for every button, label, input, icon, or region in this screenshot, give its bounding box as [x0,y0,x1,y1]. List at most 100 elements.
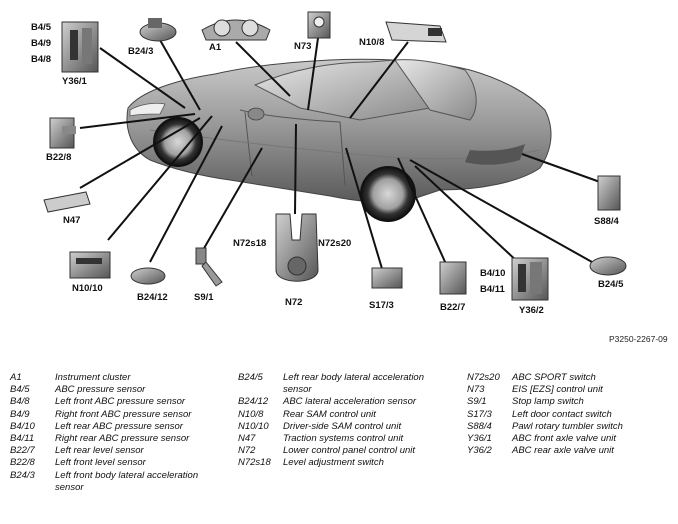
label-b4-9: B4/9 [31,38,52,49]
legend-description: Stop lamp switch [512,396,584,408]
legend-code: N10/10 [238,420,269,432]
label-s88-4: S88/4 [594,216,619,227]
label-y36-2: Y36/2 [519,305,544,316]
component-b24-12-icon [130,267,166,285]
legend-row: B22/8 Left front level sensor [10,457,225,469]
eis-control-unit-icon [307,11,331,39]
legend-code: S9/1 [467,396,487,408]
instrument-cluster-icon [201,19,271,41]
tumbler-switch-icon [597,175,621,211]
legend-description: Left rear level sensor [55,445,144,457]
legend-code: N72s20 [467,372,500,383]
legend-row: B24/5 Left rear body lateral acceleration… [238,372,453,396]
legend-row: S9/1 Stop lamp switch [467,396,672,408]
label-b24-12: B24/12 [137,292,168,303]
legend-description: Left door contact switch [512,408,612,420]
label-n72s18: N72s18 [233,238,267,249]
legend-description: Lower control panel control unit [283,445,416,457]
lower-control-panel-icon [275,213,319,282]
legend-description: Driver-side SAM control unit [283,420,402,432]
label-n72: N72 [285,297,303,308]
component-y36-1-icon [61,21,99,73]
leader-lines [79,37,601,273]
legend-row: N47 Traction systems control unit [238,433,453,445]
legend-row: B4/11 Right rear ABC pressure sensor [10,433,225,445]
label-n10-8: N10/8 [359,37,385,48]
legend-description: EIS [EZS] control unit [512,384,603,396]
legend-code: A1 [10,372,22,383]
legend-code: B22/8 [10,457,35,469]
legend-code: B4/11 [10,433,35,445]
label-b24-3: B24/3 [128,46,154,57]
legend-description: Rear SAM control unit [283,408,376,420]
legend-row: B4/9 Right front ABC pressure sensor [10,409,225,421]
legend-code: Y36/2 [467,445,492,457]
legend-code: B4/9 [10,408,30,420]
legend-description: Pawl rotary tumbler switch [512,420,623,432]
legend-description: Left front level sensor [55,457,146,469]
legend-description: Left front ABC pressure sensor [55,396,186,408]
legend-row: N72s20 ABC SPORT switch [467,372,672,384]
label-b4-5: B4/5 [31,22,52,33]
vehicle-illustration [126,58,552,222]
label-b4-10: B4/10 [480,268,506,279]
legend-description: ABC SPORT switch [512,372,596,383]
legend-description: ABC rear axle valve unit [512,445,614,457]
door-contact-switch-icon [371,267,403,289]
legend-description: Left rear body lateral acceleration sens… [283,372,424,396]
component-b24-5-icon [589,256,627,276]
legend-column-2: B24/5 Left rear body lateral acceleration… [238,372,453,470]
legend-row: N10/10 Driver-side SAM control unit [238,421,453,433]
component-location-diagram [43,11,627,301]
legend-row: S17/3 Left door contact switch [467,409,672,421]
legend-code: B24/5 [238,372,263,383]
legend-description: Left rear ABC pressure sensor [55,420,183,432]
label-b4-11: B4/11 [480,284,505,295]
label-n73: N73 [294,41,312,52]
legend-code: N47 [238,433,256,445]
legend-code: N10/8 [238,408,264,420]
legend-description: ABC pressure sensor [55,384,146,396]
stop-lamp-switch-icon [195,247,223,287]
legend-code: S17/3 [467,408,492,420]
label-n47: N47 [63,215,81,226]
legend-code: B24/12 [238,396,269,408]
legend-row: N73 EIS [EZS] control unit [467,384,672,396]
legend-description: ABC front axle valve unit [512,433,617,445]
legend-row: N72 Lower control panel control unit [238,445,453,457]
label-n72s20: N72s20 [318,238,352,249]
legend-code: B4/5 [10,384,30,396]
legend-row: N72s18 Level adjustment switch [238,457,453,469]
legend-code: N72s18 [238,457,271,469]
label-y36-1: Y36/1 [62,76,87,87]
label-n10-10: N10/10 [72,283,103,294]
label-s9-1: S9/1 [194,292,214,303]
legend-description: Right front ABC pressure sensor [55,408,192,420]
figure-reference: P3250-2267-09 [609,334,668,344]
legend-code: B4/8 [10,396,30,408]
label-b22-8: B22/8 [46,152,72,163]
legend-description: Right rear ABC pressure sensor [55,433,190,445]
component-y36-2-icon [511,257,549,301]
legend-code: N73 [467,384,485,396]
rear-sam-control-unit-icon [385,21,447,43]
label-b24-5: B24/5 [598,279,624,290]
legend-description: Left front body lateral acceleration sen… [55,469,199,493]
component-b24-3-icon [139,18,177,42]
traction-control-unit-icon [43,191,91,213]
legend-description: Traction systems control unit [283,433,404,445]
legend-description: Level adjustment switch [283,457,384,469]
legend-row: B4/5 ABC pressure sensor [10,384,225,396]
legend-code: N72 [238,445,256,457]
legend-row: Y36/2 ABC rear axle valve unit [467,445,672,457]
label-b4-8: B4/8 [31,54,52,65]
